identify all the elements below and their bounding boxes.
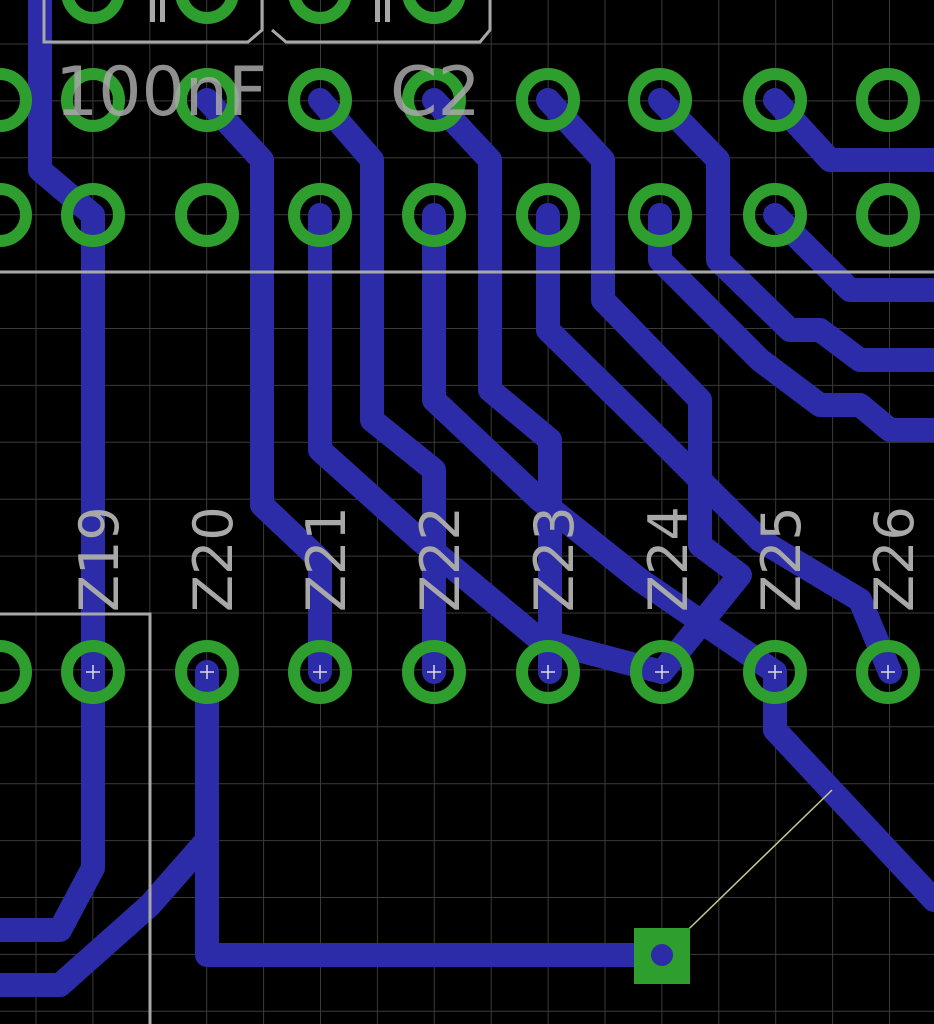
origin-cross bbox=[427, 665, 441, 679]
via-hole bbox=[651, 944, 673, 966]
pad-row-second bbox=[0, 183, 920, 247]
pad-row-z bbox=[0, 640, 920, 704]
pad[interactable] bbox=[0, 640, 32, 704]
origin-cross bbox=[541, 665, 555, 679]
pad[interactable] bbox=[289, 0, 351, 24]
capacitor-plate bbox=[385, 0, 390, 22]
pad[interactable] bbox=[856, 183, 920, 247]
pad[interactable] bbox=[856, 68, 920, 132]
pin-label-z23: Z23 bbox=[523, 506, 586, 612]
origin-cross bbox=[655, 665, 669, 679]
trace-z24-right[interactable] bbox=[648, 203, 934, 442]
capacitor-outline-left bbox=[42, 0, 264, 44]
capacitor-plate bbox=[150, 0, 155, 22]
capacitor-name-label: C2 bbox=[390, 53, 481, 132]
pad[interactable] bbox=[743, 68, 807, 132]
pad-z25[interactable] bbox=[743, 640, 807, 704]
origin-cross bbox=[768, 665, 782, 679]
trace-z24[interactable] bbox=[536, 88, 752, 684]
pin-label-z26: Z26 bbox=[863, 506, 926, 612]
airwire[interactable] bbox=[661, 789, 833, 956]
pin-label-z19: Z19 bbox=[68, 506, 131, 612]
capacitor-plate bbox=[375, 0, 380, 22]
pad-z26[interactable] bbox=[856, 640, 920, 704]
pad[interactable] bbox=[0, 68, 32, 132]
origin-cross bbox=[200, 665, 214, 679]
pin-label-z20: Z20 bbox=[182, 506, 245, 612]
capacitor-plate bbox=[160, 0, 165, 22]
pin-labels: Z19 Z20 Z21 Z22 Z23 Z24 Z25 Z26 bbox=[68, 506, 926, 612]
origin-cross bbox=[881, 665, 895, 679]
pad[interactable] bbox=[61, 183, 125, 247]
pin-label-z22: Z22 bbox=[409, 506, 472, 612]
pad[interactable] bbox=[402, 68, 466, 132]
capacitor-outline-right bbox=[271, 0, 492, 44]
pad[interactable] bbox=[0, 183, 32, 247]
pad-z22[interactable] bbox=[402, 640, 466, 704]
trace-z25[interactable] bbox=[648, 88, 934, 372]
origin-cross bbox=[313, 665, 327, 679]
pad-z19[interactable] bbox=[61, 640, 125, 704]
pad[interactable] bbox=[62, 0, 124, 24]
pad-z24[interactable] bbox=[630, 640, 694, 704]
pad-origin-marks bbox=[86, 665, 895, 679]
pin-label-z24: Z24 bbox=[637, 506, 700, 612]
pad[interactable] bbox=[743, 183, 807, 247]
trace-z20-bottom[interactable] bbox=[195, 660, 674, 967]
pad[interactable] bbox=[628, 68, 692, 132]
pad[interactable] bbox=[288, 183, 352, 247]
pad-row-top bbox=[0, 68, 920, 132]
pin-label-z21: Z21 bbox=[295, 506, 358, 612]
pad[interactable] bbox=[403, 0, 465, 24]
trace-z25-down[interactable] bbox=[763, 660, 934, 912]
pad-z23[interactable] bbox=[516, 640, 580, 704]
capacitor-symbols bbox=[150, 0, 390, 22]
pad[interactable] bbox=[175, 68, 239, 132]
trace-mid-b[interactable] bbox=[422, 203, 787, 684]
pad[interactable] bbox=[61, 68, 125, 132]
origin-cross bbox=[86, 665, 100, 679]
pad[interactable] bbox=[628, 183, 692, 247]
trace-z25-right[interactable] bbox=[763, 203, 934, 302]
pad[interactable] bbox=[516, 183, 580, 247]
pad[interactable] bbox=[175, 183, 239, 247]
pad[interactable] bbox=[516, 68, 580, 132]
pad-z20[interactable] bbox=[175, 640, 239, 704]
pad[interactable] bbox=[176, 0, 238, 24]
pad-row-capacitor bbox=[62, 0, 465, 24]
capacitor-value-label: 100nF bbox=[55, 53, 267, 132]
trace-mid-c[interactable] bbox=[536, 203, 902, 684]
trace-z21[interactable] bbox=[195, 88, 332, 684]
pad[interactable] bbox=[402, 183, 466, 247]
pad-z21[interactable] bbox=[288, 640, 352, 704]
header-outline-bottom bbox=[0, 612, 152, 1024]
trace-layer bbox=[0, 0, 934, 997]
pad[interactable] bbox=[288, 68, 352, 132]
trace-z19[interactable] bbox=[0, 203, 105, 942]
pin-label-z25: Z25 bbox=[750, 506, 813, 612]
trace-mid-a[interactable] bbox=[308, 203, 674, 684]
